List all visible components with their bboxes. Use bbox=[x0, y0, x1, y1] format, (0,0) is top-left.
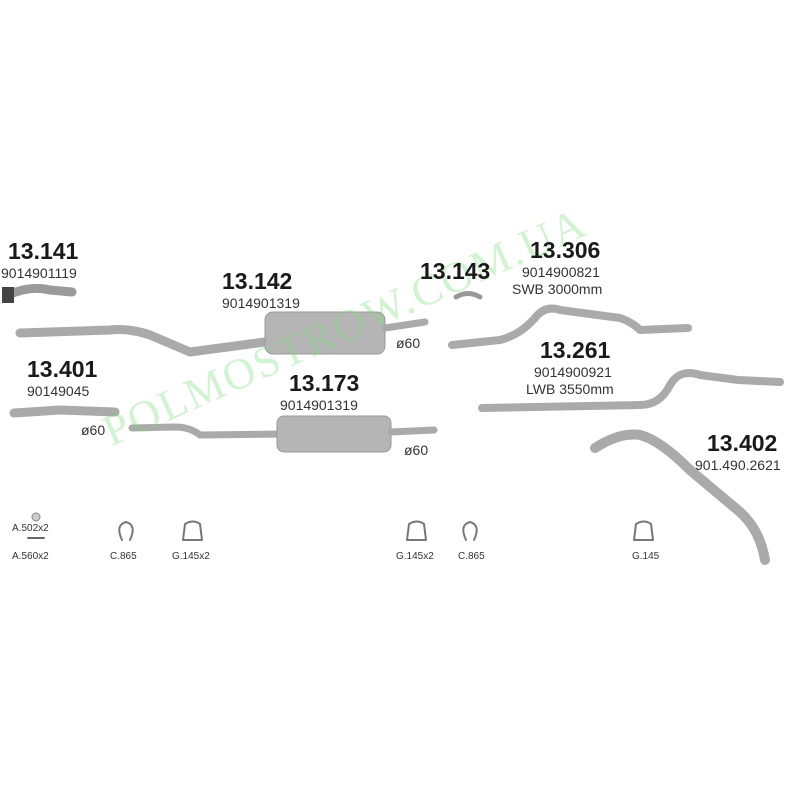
part-13143-pipe bbox=[453, 291, 483, 300]
part-note: LWB 3550mm bbox=[526, 381, 614, 397]
accessory-label: G.145 bbox=[632, 551, 660, 562]
part-13142-pipe bbox=[15, 325, 285, 357]
part-13261-pipe bbox=[478, 369, 784, 412]
part-13306-pipe bbox=[448, 304, 692, 349]
part-code: 13.143 bbox=[420, 258, 491, 284]
part-13401-pipe bbox=[9, 405, 120, 418]
part-number: 9014900921 bbox=[534, 364, 612, 380]
part-13402-pipe bbox=[590, 429, 770, 565]
accessory-label: A.560x2 bbox=[12, 551, 49, 562]
diameter-label: ø60 bbox=[404, 442, 429, 458]
accessory-label: G.145x2 bbox=[396, 551, 434, 562]
accessory-label: G.145x2 bbox=[172, 551, 210, 562]
part-code: 13.142 bbox=[222, 268, 293, 294]
part-number: 9014901319 bbox=[222, 295, 300, 311]
part-number: 9014901119 bbox=[1, 265, 77, 281]
part-13141-pipe bbox=[3, 283, 77, 300]
clamp-icon bbox=[118, 521, 134, 541]
part-13173-pipe bbox=[128, 423, 289, 439]
part-code: 13.402 bbox=[707, 430, 778, 456]
hanger-icon bbox=[633, 520, 654, 541]
part-number: 9014900821 bbox=[522, 264, 600, 280]
flange-icon bbox=[2, 287, 14, 303]
clamp-icon bbox=[462, 521, 478, 541]
part-code: 13.173 bbox=[289, 370, 360, 396]
part-code: 13.401 bbox=[27, 356, 98, 382]
accessory-label: C.865 bbox=[458, 551, 485, 562]
nut-icon bbox=[31, 512, 41, 522]
part-13173-muffler bbox=[276, 415, 392, 453]
part-code: 13.306 bbox=[530, 237, 601, 263]
part-code: 13.141 bbox=[8, 238, 79, 264]
accessory-label: A.502x2 bbox=[12, 523, 49, 534]
diameter-label: ø60 bbox=[396, 335, 421, 351]
part-13142-muffler bbox=[264, 311, 386, 355]
part-code: 13.261 bbox=[540, 337, 611, 363]
hanger-icon bbox=[406, 520, 427, 541]
part-note: SWB 3000mm bbox=[512, 281, 603, 297]
part-number: 901.490.2621 bbox=[695, 457, 781, 473]
accessory-label: C.865 bbox=[110, 551, 137, 562]
hanger-icon bbox=[182, 520, 203, 541]
part-number: 90149045 bbox=[27, 383, 90, 399]
part-number: 9014901319 bbox=[280, 397, 358, 413]
diameter-label: ø60 bbox=[81, 422, 106, 438]
